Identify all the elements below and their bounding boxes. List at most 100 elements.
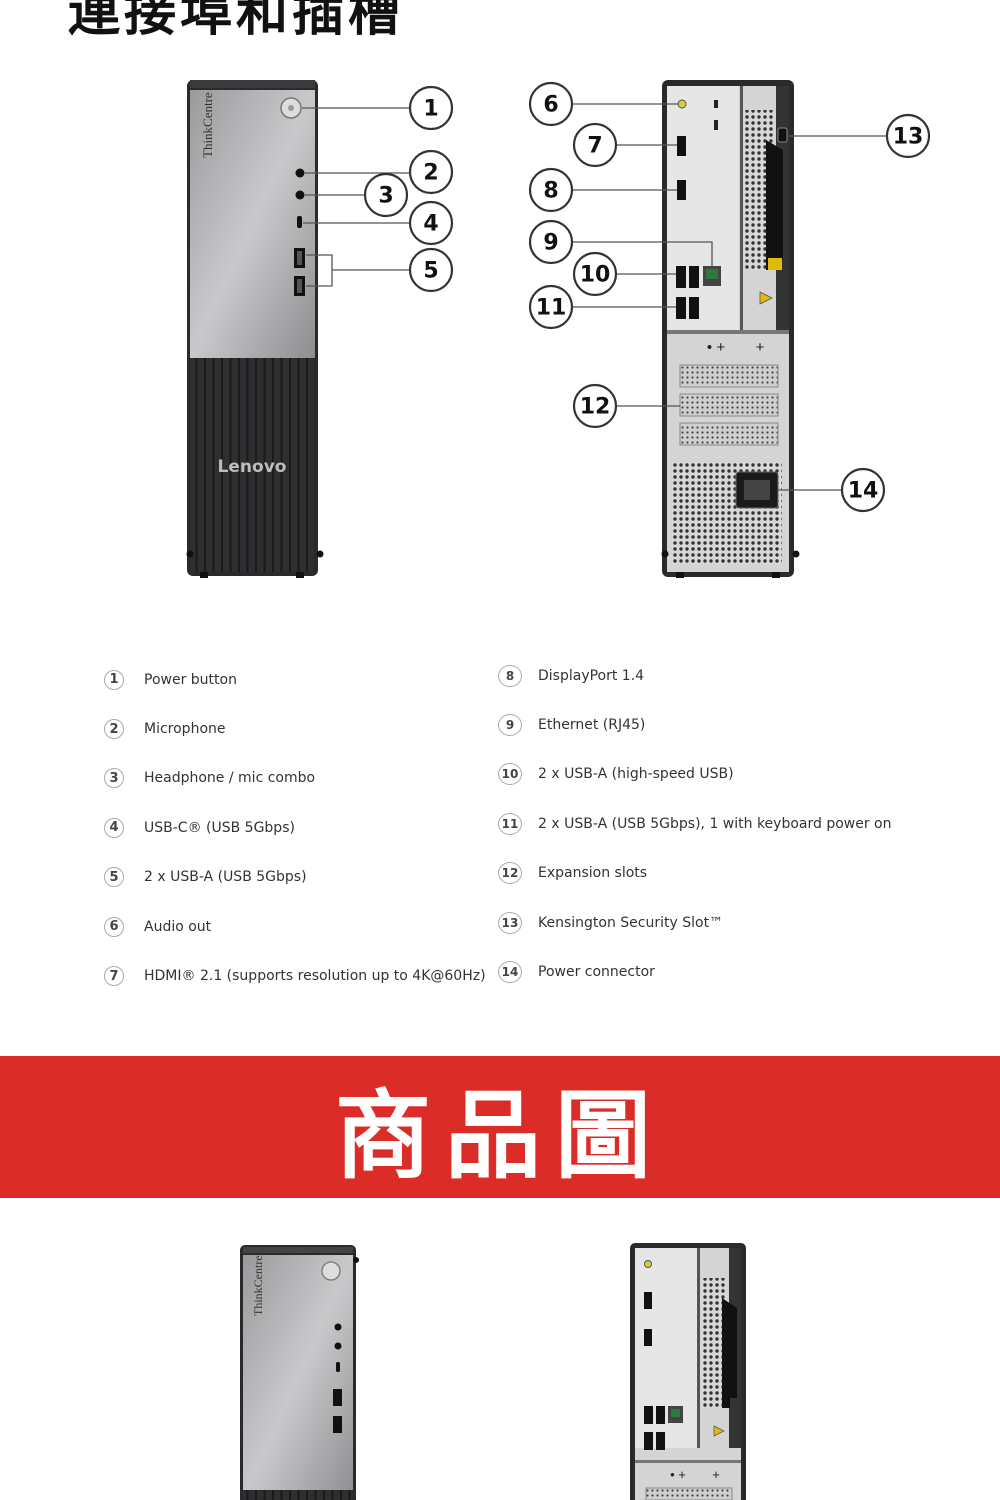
legend-number: 10 — [498, 763, 522, 786]
expansion-slot — [679, 364, 779, 388]
page-heading: 連接埠和插槽 — [68, 0, 405, 43]
legend-item: 1 Power button — [104, 655, 486, 704]
power-button-icon — [321, 1261, 341, 1281]
legend-number: 4 — [104, 817, 124, 838]
thinkcentre-label: ThinkCentre — [200, 92, 215, 158]
svg-text:10: 10 — [580, 263, 611, 288]
svg-text:7: 7 — [587, 134, 602, 159]
svg-text:+: + — [712, 1467, 720, 1482]
legend-text: Power button — [144, 671, 237, 688]
pc-front: ThinkCentre Lenovo — [186, 80, 324, 578]
legend-item: 13 Kensington Security Slot™ — [498, 898, 892, 947]
ports-diagram: ThinkCentre Lenovo — [186, 80, 931, 578]
product-photos: ThinkCentre • + + — [240, 1243, 746, 1500]
callout-6: 6 — [528, 81, 574, 127]
callout-12: 12 — [572, 383, 618, 429]
svg-text:• +: • + — [707, 339, 725, 356]
expansion-slot — [679, 422, 779, 446]
legend-text: Expansion slots — [538, 865, 648, 882]
lenovo-logo: Lenovo — [218, 457, 287, 477]
svg-text:6: 6 — [543, 93, 558, 118]
legend-item: 7 HDMI® 2.1 (supports resolution up to 4K… — [104, 951, 486, 1000]
callout-2: 2 — [408, 149, 454, 195]
usb-c-port-icon — [297, 216, 302, 228]
usb-a-port-icon — [676, 297, 686, 319]
legend-text: 2 x USB-A (USB 5Gbps) — [144, 869, 307, 886]
legend-item: 9 Ethernet (RJ45) — [498, 700, 892, 749]
legend-text: Kensington Security Slot™ — [538, 914, 724, 931]
svg-text:• +: • + — [670, 1467, 686, 1482]
callout-11: 11 — [528, 284, 574, 330]
legend-number: 14 — [498, 961, 522, 984]
legend-text: Power connector — [538, 964, 655, 981]
legend-number: 2 — [104, 719, 124, 740]
displayport-icon — [677, 180, 686, 200]
usb-a-port-icon — [689, 266, 699, 288]
legend-item: 2 Microphone — [104, 704, 486, 753]
product-photo-front: ThinkCentre — [240, 1245, 359, 1500]
expansion-slot — [679, 393, 779, 417]
callout-13: 13 — [885, 113, 931, 159]
legend-text: HDMI® 2.1 (supports resolution up to 4K@… — [144, 968, 486, 985]
svg-text:3: 3 — [378, 184, 393, 209]
legend-number: 9 — [498, 714, 522, 737]
legend-text: USB-C® (USB 5Gbps) — [144, 819, 295, 836]
svg-text:5: 5 — [423, 259, 438, 284]
usb-a-port-icon — [676, 266, 686, 288]
svg-text:+: + — [756, 339, 765, 356]
callout-9: 9 — [528, 219, 574, 265]
legend-number: 5 — [104, 867, 124, 888]
legend-text: Microphone — [144, 721, 226, 738]
svg-text:1: 1 — [423, 97, 438, 122]
svg-text:14: 14 — [848, 479, 879, 504]
pc-rear: • + + — [661, 80, 800, 578]
product-images-banner: 商品圖 — [0, 1056, 1000, 1198]
hdmi-port-icon — [677, 136, 686, 156]
legend-text: 2 x USB-A (USB 5Gbps), 1 with keyboard p… — [538, 815, 892, 832]
usb-a-port-icon — [689, 297, 699, 319]
svg-text:4: 4 — [423, 212, 438, 237]
legend-number: 13 — [498, 911, 522, 934]
svg-text:13: 13 — [893, 125, 924, 150]
legend-text: Ethernet (RJ45) — [538, 717, 646, 734]
legend-item: 5 2 x USB-A (USB 5Gbps) — [104, 853, 486, 902]
product-photo-rear: • + + — [630, 1243, 746, 1500]
callout-14: 14 — [840, 467, 886, 513]
callout-1: 1 — [408, 85, 454, 131]
callout-8: 8 — [528, 167, 574, 213]
legend-number: 6 — [104, 916, 124, 937]
thinkcentre-label: ThinkCentre — [251, 1255, 265, 1316]
legend-item: 10 2 x USB-A (high-speed USB) — [498, 750, 892, 799]
headphone-jack-icon — [295, 190, 305, 200]
legend-number: 8 — [498, 664, 522, 687]
legend-right-column: 8 DisplayPort 1.4 9 Ethernet (RJ45) 10 2 x … — [498, 651, 892, 997]
svg-text:11: 11 — [536, 296, 567, 321]
svg-text:12: 12 — [580, 395, 611, 420]
microphone-jack-icon — [295, 168, 305, 178]
kensington-slot-icon — [777, 127, 788, 143]
legend-number: 1 — [104, 669, 124, 690]
svg-text:8: 8 — [543, 179, 558, 204]
legend-text: 2 x USB-A (high-speed USB) — [538, 766, 734, 783]
callout-4: 4 — [408, 200, 454, 246]
legend-item: 14 Power connector — [498, 947, 892, 996]
legend-item: 4 USB-C® (USB 5Gbps) — [104, 803, 486, 852]
legend-item: 11 2 x USB-A (USB 5Gbps), 1 with keyboard… — [498, 799, 892, 848]
legend-number: 12 — [498, 862, 522, 885]
legend-number: 11 — [498, 812, 522, 835]
audio-out-jack-icon — [677, 99, 687, 109]
legend-number: 7 — [104, 966, 124, 987]
banner-title: 商品圖 — [335, 1079, 665, 1192]
svg-text:2: 2 — [423, 161, 438, 186]
callout-7: 7 — [572, 122, 618, 168]
legend-number: 3 — [104, 768, 124, 789]
svg-text:9: 9 — [543, 231, 558, 256]
callout-3: 3 — [363, 172, 409, 218]
legend-text: DisplayPort 1.4 — [538, 667, 645, 684]
callout-5: 5 — [408, 247, 454, 293]
callout-10: 10 — [572, 251, 618, 297]
